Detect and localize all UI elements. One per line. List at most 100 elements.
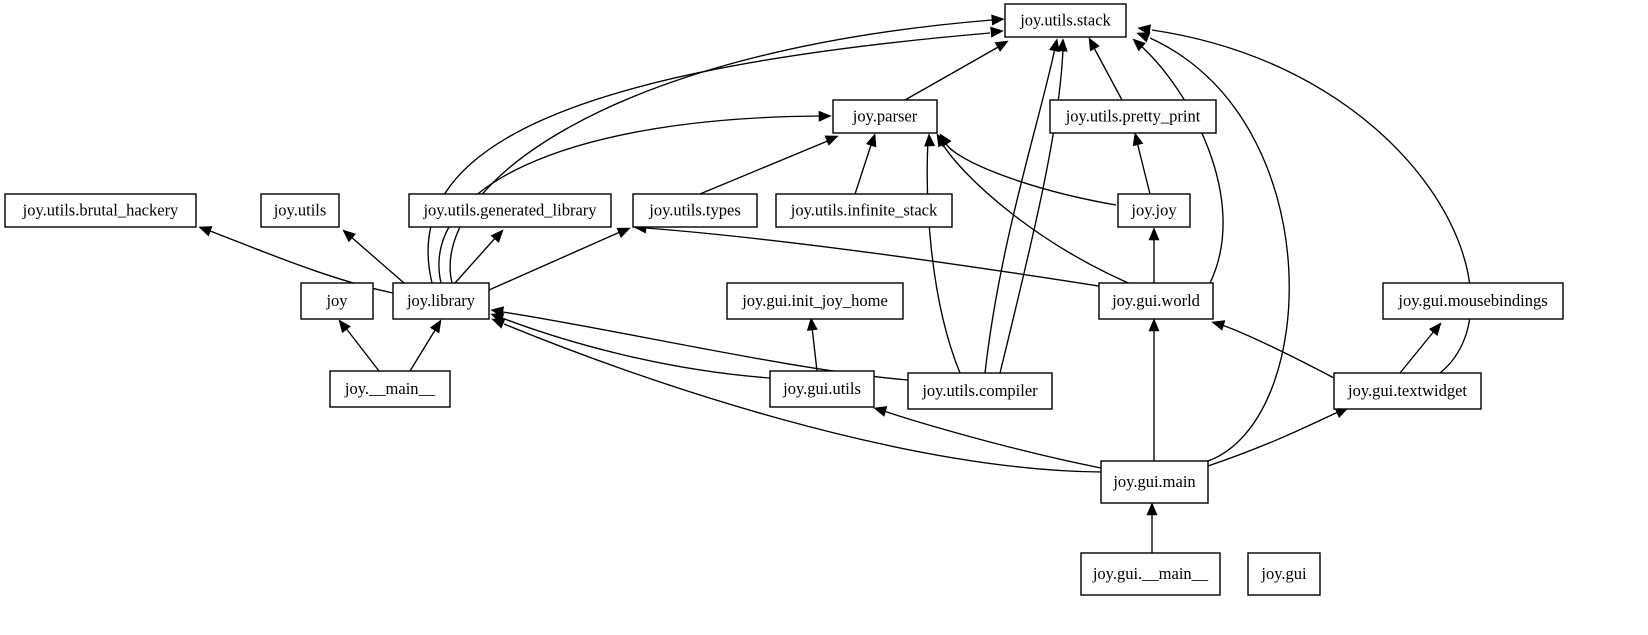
node-joy-library[interactable]: joy.library: [392, 282, 490, 320]
node-joy[interactable]: joy: [300, 282, 374, 320]
node-joy-gui-textwidget[interactable]: joy.gui.textwidget: [1333, 372, 1482, 410]
arrow-head: [198, 226, 213, 237]
node-box-joy-utils: [260, 193, 340, 228]
edge-line: [1149, 37, 1290, 462]
edge-joy-gui-world-to-joy-utils-stack: [1132, 38, 1224, 284]
edge-joy-gui-textwidget-to-joy-utils-stack: [1137, 24, 1472, 374]
edge-joy-parser-to-joy-utils-stack: [904, 40, 1009, 101]
edge-joy-library-to-joy-utils-stack-a: [427, 26, 1004, 284]
edge-joy-joy-to-joy-utils-pretty-print: [1132, 132, 1151, 195]
edge-joy-utils-types-to-joy-parser: [699, 135, 839, 195]
node-box-joy-gui-main: [1100, 460, 1209, 504]
node-joy-gui-main[interactable]: joy.gui.__main__: [1080, 552, 1221, 596]
edge-line: [699, 139, 831, 195]
node-label-joy-gui-main: joy.gui.__main__: [1092, 564, 1209, 583]
node-box-joy-gui-utils: [769, 370, 875, 408]
node-joy-gui-utils[interactable]: joy.gui.utils: [769, 370, 875, 408]
edge-joy-library-to-joy-parser: [438, 110, 832, 284]
edge-joy-library-to-joy-utils-stack-b: [449, 14, 1005, 284]
edge-joy-library-to-joy-utils: [342, 229, 405, 284]
edge-line: [502, 311, 909, 381]
node-joy-main[interactable]: joy.__main__: [329, 370, 451, 408]
node-box-joy: [300, 282, 374, 320]
edge-line: [488, 231, 621, 291]
node-box-joy-utils-types: [632, 193, 758, 228]
edge-line: [1151, 29, 1472, 374]
arrow-head: [1146, 502, 1158, 516]
node-box-joy-utils-infinite-stack: [775, 193, 953, 228]
node-joy-utils-pretty-print[interactable]: joy.utils.pretty_print: [1049, 99, 1217, 134]
node-box-joy-gui-init-joy-home: [726, 282, 904, 320]
edge-joy-library-to-joy-utils-generated-library: [454, 229, 504, 284]
edge-line: [427, 32, 991, 284]
arrow-head: [990, 26, 1004, 38]
edge-joy-joy-to-joy-parser: [939, 133, 1117, 206]
edge-line: [1092, 45, 1123, 101]
node-joy-gui-world[interactable]: joy.gui.world: [1098, 282, 1214, 320]
node-joy-gui-init-joy-home[interactable]: joy.gui.init_joy_home: [726, 282, 904, 320]
arrow-head: [1137, 24, 1151, 36]
node-box-joy-utils-stack: [1004, 3, 1127, 38]
node-box-joy-utils-generated-library: [408, 193, 612, 228]
node-label-joy-main: joy.__main__: [344, 379, 436, 398]
node-layer: joy.utils.stack joy.parser joy.utils.prett…: [4, 3, 1564, 596]
node-joy-utils-brutal-hackery[interactable]: joy.utils.brutal_hackery: [4, 193, 197, 228]
node-label-joy-gui-init-joy-home: joy.gui.init_joy_home: [741, 291, 888, 310]
node-joy-gui-mousebindings[interactable]: joy.gui.mousebindings: [1382, 282, 1564, 320]
node-joy-utils[interactable]: joy.utils: [260, 193, 340, 228]
edge-joy-gui-textwidget-to-joy-gui-mousebindings: [1399, 322, 1442, 374]
node-label-joy-gui-utils: joy.gui.utils: [782, 379, 861, 398]
node-label-joy-utils-pretty-print: joy.utils.pretty_print: [1065, 106, 1201, 125]
edge-line: [645, 227, 1156, 296]
edge-joy-gui-main-to-joy-gui-utils: [873, 406, 1102, 469]
arrow-head: [1132, 38, 1146, 52]
edge-joy-utils-compiler-to-joy-utils-stack-a: [984, 38, 1060, 374]
edge-joy-main-to-joy: [338, 319, 380, 372]
node-joy-utils-stack[interactable]: joy.utils.stack: [1004, 3, 1127, 38]
node-box-joy-gui-world: [1098, 282, 1214, 320]
edge-joy-utils-compiler-to-joy-utils-stack-b: [999, 38, 1068, 374]
edge-line: [1399, 329, 1436, 374]
node-label-joy-utils-types: joy.utils.types: [648, 200, 741, 219]
edge-line: [503, 323, 1102, 473]
edge-line: [854, 141, 873, 195]
node-label-joy-gui-world: joy.gui.world: [1111, 291, 1201, 310]
arrow-head: [865, 133, 877, 148]
edge-line: [344, 326, 380, 372]
arrow-head: [429, 319, 442, 334]
node-joy-utils-types[interactable]: joy.utils.types: [632, 193, 758, 228]
edge-line: [449, 19, 993, 284]
arrow-head: [924, 133, 936, 147]
node-box-joy-utils-compiler: [907, 372, 1053, 410]
node-label-joy: joy: [325, 291, 348, 310]
edge-line: [349, 235, 405, 284]
node-joy-utils-infinite-stack[interactable]: joy.utils.infinite_stack: [775, 193, 953, 228]
arrow-head: [994, 40, 1009, 52]
arrow-head: [1132, 132, 1144, 147]
arrow-head: [1428, 322, 1442, 336]
node-joy-gui[interactable]: joy.gui: [1247, 552, 1321, 596]
edge-line: [943, 139, 1117, 206]
node-label-joy-utils-stack: joy.utils.stack: [1019, 10, 1111, 29]
node-joy-parser[interactable]: joy.parser: [832, 99, 938, 134]
edge-line: [501, 317, 771, 379]
node-label-joy-parser: joy.parser: [852, 106, 918, 125]
node-joy-utils-generated-library[interactable]: joy.utils.generated_library: [408, 193, 612, 228]
edge-line: [454, 235, 498, 284]
node-joy-gui-main[interactable]: joy.gui.main: [1100, 460, 1209, 504]
arrow-head: [1148, 227, 1160, 241]
node-joy-utils-compiler[interactable]: joy.utils.compiler: [907, 372, 1053, 410]
node-box-joy-utils-brutal-hackery: [4, 193, 197, 228]
node-label-joy-gui-mousebindings: joy.gui.mousebindings: [1397, 291, 1547, 310]
edge-joy-gui-utils-to-joy-library: [490, 313, 771, 379]
arrow-head: [991, 14, 1005, 26]
node-box-joy-gui-textwidget: [1333, 372, 1482, 410]
edge-line: [1221, 324, 1335, 379]
edge-line: [999, 47, 1064, 374]
edge-layer: [198, 14, 1472, 553]
node-joy-joy[interactable]: joy.joy: [1117, 193, 1191, 228]
node-label-joy-joy: joy.joy: [1130, 200, 1177, 219]
node-box-joy-utils-pretty-print: [1049, 99, 1217, 134]
node-box-joy-gui: [1247, 552, 1321, 596]
